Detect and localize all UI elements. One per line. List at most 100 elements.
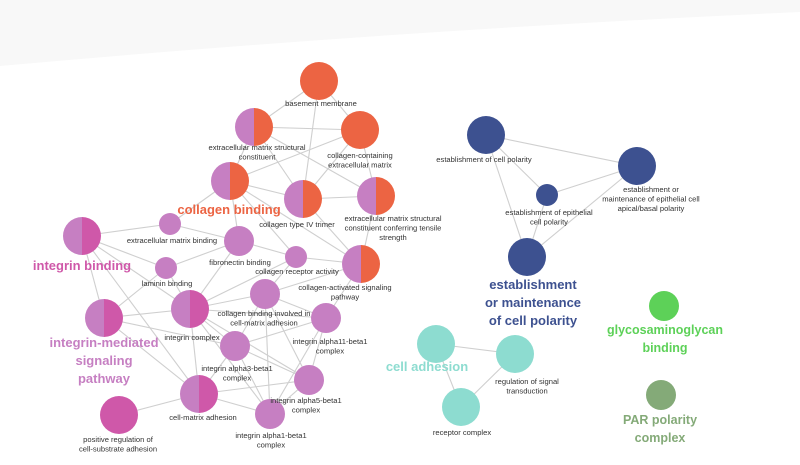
node-integrin-complex-left-half: [171, 290, 190, 328]
node-integrin-alpha1-beta1[interactable]: [255, 399, 285, 429]
node-integrin-alpha11-beta1[interactable]: [311, 303, 341, 333]
edge-ecm-structural-constituent-to-ecm-tensile-strength: [253, 126, 377, 197]
node-layer: [63, 62, 679, 434]
cluster-title-line: pathway: [78, 371, 131, 386]
node-cell-matrix-adhesion-right-half: [199, 375, 218, 413]
node-receptor-complex[interactable]: [442, 388, 480, 426]
cluster-title-collagen-binding: collagen binding: [177, 202, 280, 217]
node-positive-regulation-adhesion-circle: [100, 396, 138, 434]
node-regulation-signal-transduction[interactable]: [496, 335, 534, 373]
node-label-line: transduction: [506, 387, 547, 396]
node-label-line: receptor complex: [433, 428, 491, 437]
edge-integrin-complex-to-integrin-alpha11-beta1: [189, 308, 327, 319]
node-label-line: apical/basal polarity: [618, 204, 685, 213]
edge-establishment-cell-polarity-to-apical-basal-polarity: [485, 134, 638, 167]
node-collagen-type-iv-trimer[interactable]: [284, 180, 322, 218]
node-collagen-activated-signaling-right-half: [361, 245, 380, 283]
cluster-title-line: integrin binding: [33, 258, 131, 273]
cluster-title-line: glycosaminoglycan: [607, 323, 723, 337]
node-integrin-binding[interactable]: [63, 217, 101, 255]
node-collagen-binding-right-half: [230, 162, 249, 200]
node-label-line: constituent: [239, 153, 277, 162]
node-label-line: laminin binding: [142, 279, 193, 288]
cluster-title-line: or maintenance: [485, 295, 581, 310]
node-collagen-containing-ecm[interactable]: [341, 111, 379, 149]
node-integrin-alpha5-beta1-circle: [294, 365, 324, 395]
node-laminin-binding-circle: [155, 257, 177, 279]
node-collagen-binding-left-half: [211, 162, 230, 200]
node-apical-basal-polarity[interactable]: [618, 147, 656, 185]
node-label-line: cell-substrate adhesion: [79, 445, 157, 454]
edge-apical-basal-polarity-to-establishment-maintenance-polarity: [526, 165, 638, 258]
node-label-line: integrin alpha11-beta1: [292, 337, 367, 346]
node-regulation-signal-transduction-circle: [496, 335, 534, 373]
node-basement-membrane[interactable]: [300, 62, 338, 100]
node-ecm-binding[interactable]: [159, 213, 181, 235]
edge-establishment-cell-polarity-to-establishment-maintenance-polarity: [485, 134, 528, 258]
edge-collagen-receptor-activity-to-integrin-complex: [189, 256, 297, 310]
node-integrin-alpha1-beta1-circle: [255, 399, 285, 429]
node-ecm-tensile-strength-right-half: [376, 177, 395, 215]
node-label-line: collagen binding involved in: [218, 309, 311, 318]
node-label-collagen-type-iv-trimer: collagen type IV trimer: [259, 220, 335, 229]
node-integrin-mediated-signaling-right-half: [104, 299, 123, 337]
node-collagen-binding[interactable]: [211, 162, 249, 200]
node-label-line: regulation of signal: [495, 377, 559, 386]
cluster-title-line: cell adhesion: [386, 359, 468, 374]
node-ecm-structural-constituent[interactable]: [235, 108, 273, 146]
edge-collagen-binding-cell-matrix-to-integrin-alpha5-beta1: [264, 293, 310, 381]
node-label-laminin-binding: laminin binding: [142, 279, 193, 288]
node-collagen-activated-signaling[interactable]: [342, 245, 380, 283]
node-integrin-binding-right-half: [82, 217, 101, 255]
node-ecm-structural-constituent-right-half: [254, 108, 273, 146]
node-laminin-binding[interactable]: [155, 257, 177, 279]
node-label-cell-matrix-adhesion: cell-matrix adhesion: [169, 413, 237, 422]
node-integrin-alpha5-beta1[interactable]: [294, 365, 324, 395]
node-label-line: constituent conferring tensile: [345, 224, 442, 233]
cluster-title-line: complex: [635, 431, 686, 445]
node-collagen-receptor-activity[interactable]: [285, 246, 307, 268]
node-par-polarity-complex[interactable]: [646, 380, 676, 410]
node-label-line: collagen receptor activity: [255, 267, 339, 276]
node-basement-membrane-circle: [300, 62, 338, 100]
node-integrin-complex[interactable]: [171, 290, 209, 328]
cluster-title-integrin-binding: integrin binding: [33, 258, 131, 273]
node-integrin-alpha3-beta1-circle: [220, 331, 250, 361]
node-label-line: integrin alpha1-beta1: [235, 431, 306, 440]
node-establishment-cell-polarity[interactable]: [467, 116, 505, 154]
node-fibronectin-binding[interactable]: [224, 226, 254, 256]
node-establishment-maintenance-polarity[interactable]: [508, 238, 546, 276]
node-positive-regulation-adhesion[interactable]: [100, 396, 138, 434]
cluster-title-line: integrin-mediated: [49, 335, 158, 350]
node-integrin-mediated-signaling[interactable]: [85, 299, 123, 337]
node-cell-adhesion[interactable]: [417, 325, 455, 363]
edge-integrin-mediated-signaling-to-integrin-alpha3-beta1: [103, 317, 236, 347]
node-glycosaminoglycan-binding-circle: [649, 291, 679, 321]
node-ecm-binding-circle: [159, 213, 181, 235]
node-ecm-tensile-strength[interactable]: [357, 177, 395, 215]
node-label-line: cell polarity: [530, 218, 568, 227]
node-label-collagen-receptor-activity: collagen receptor activity: [255, 267, 339, 276]
node-label-line: extracellular matrix binding: [127, 236, 217, 245]
node-cell-matrix-adhesion[interactable]: [180, 375, 218, 413]
node-glycosaminoglycan-binding[interactable]: [649, 291, 679, 321]
node-integrin-alpha3-beta1[interactable]: [220, 331, 250, 361]
node-epithelial-cell-polarity[interactable]: [536, 184, 558, 206]
node-collagen-type-iv-trimer-left-half: [284, 180, 303, 218]
node-collagen-binding-cell-matrix[interactable]: [250, 279, 280, 309]
background-shade: [0, 0, 800, 66]
node-collagen-activated-signaling-left-half: [342, 245, 361, 283]
node-label-line: cell-matrix adhesion: [169, 413, 237, 422]
